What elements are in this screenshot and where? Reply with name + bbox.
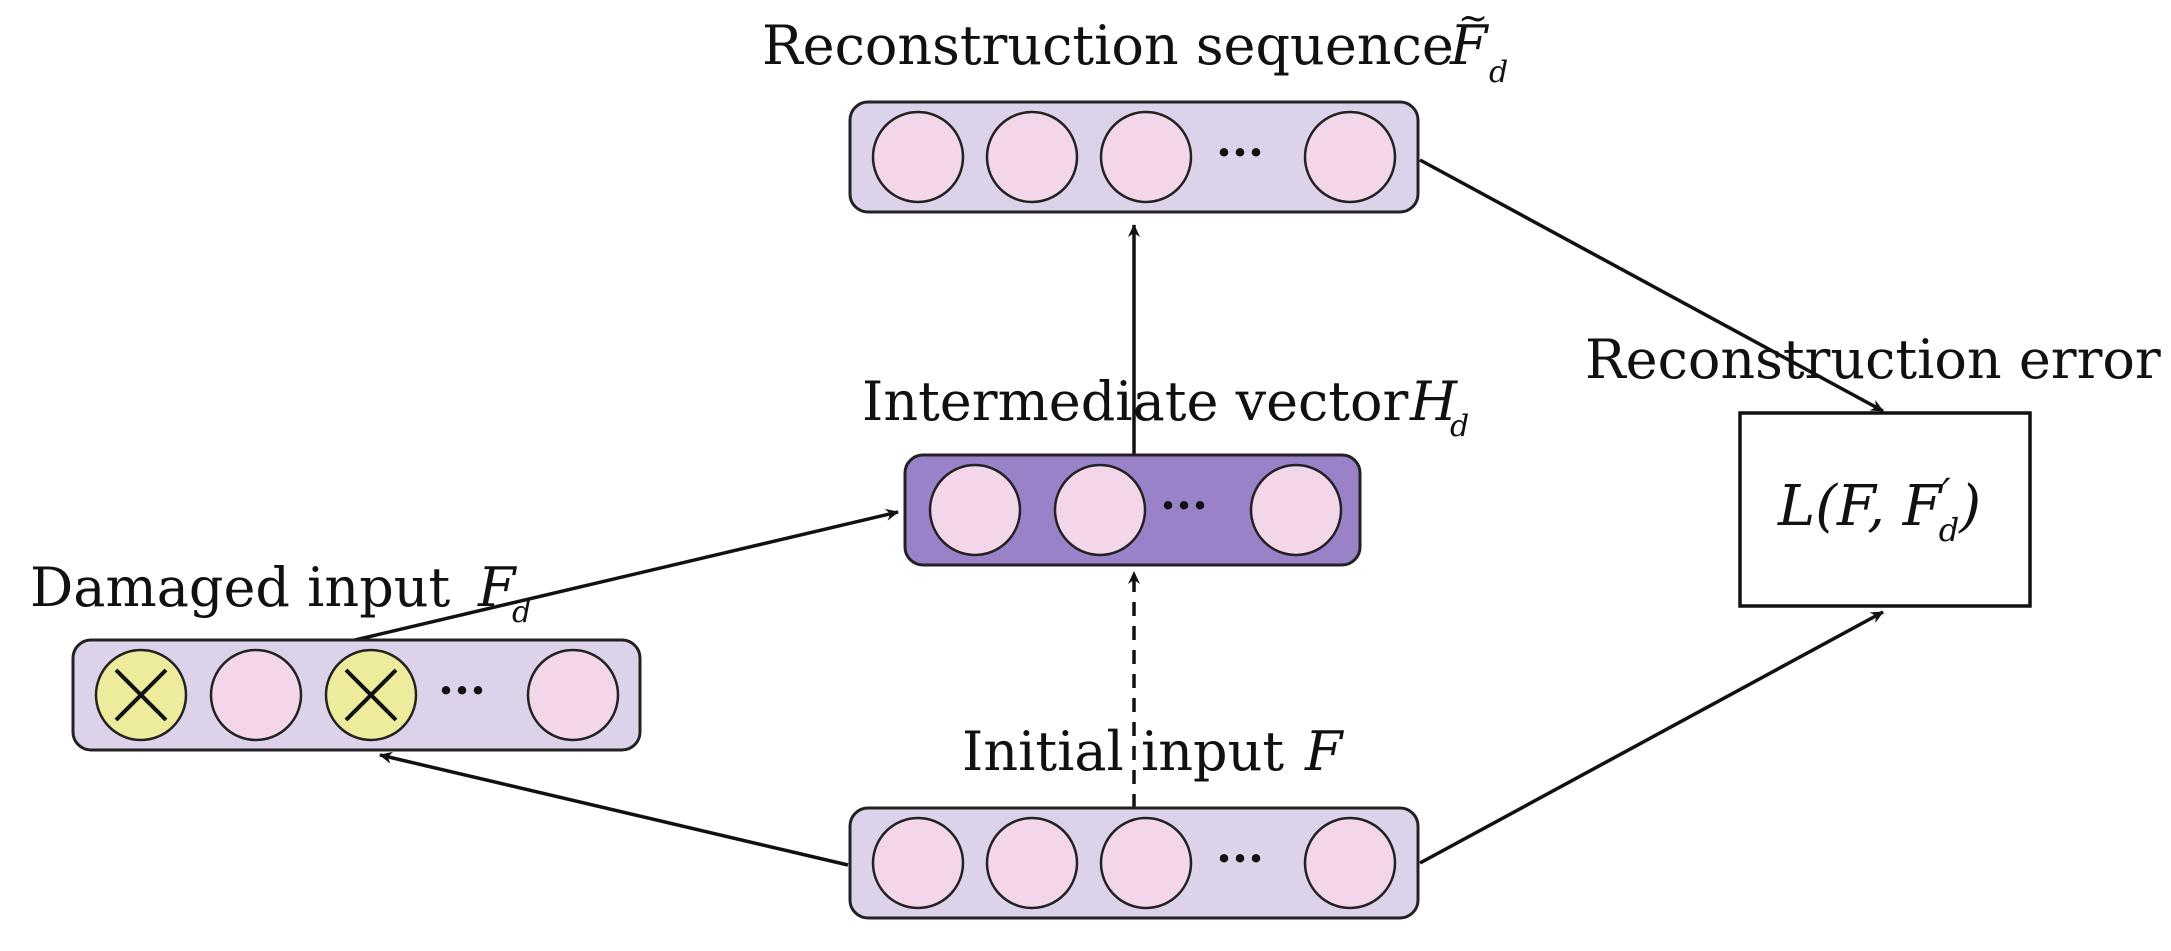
damaged-unit-corrupted — [94, 648, 188, 742]
svg-text:d: d — [1489, 55, 1508, 90]
intermediate-unit — [1053, 463, 1147, 557]
error-label: Reconstruction error — [1585, 328, 2161, 391]
reconstruction-label: Reconstruction sequence — [762, 14, 1454, 77]
error-node: Reconstruction error L(F, F′d) — [1585, 328, 2161, 608]
svg-text:~: ~ — [1458, 0, 1488, 39]
damaged-unit-corrupted — [324, 648, 418, 742]
damaged-unit — [526, 648, 620, 742]
reconstruction-unit — [1099, 110, 1193, 204]
cross-icon — [114, 668, 168, 722]
error-formula: L(F, F′d) — [1777, 471, 1981, 549]
svg-text:d: d — [512, 595, 531, 630]
edge-damaged-to-intermediate — [354, 508, 899, 642]
edge-initial-to-damaged — [379, 751, 849, 867]
intermediate-symbol: H d — [1409, 370, 1469, 444]
initial-layer: Initial input F ··· — [848, 720, 1420, 920]
reconstruction-ellipsis: ··· — [1216, 125, 1264, 179]
initial-unit — [985, 816, 1079, 910]
reconstruction-unit — [871, 110, 965, 204]
damaged-ellipsis: ··· — [438, 663, 486, 717]
reconstruction-symbol: F ~ d — [1449, 0, 1508, 90]
initial-unit — [1099, 816, 1193, 910]
initial-unit — [871, 816, 965, 910]
initial-symbol: F — [1304, 720, 1345, 783]
intermediate-unit — [1249, 463, 1343, 557]
cross-icon — [344, 668, 398, 722]
reconstruction-layer: Reconstruction sequence F ~ d ··· — [762, 0, 1508, 214]
error-box — [1738, 411, 2032, 608]
initial-unit — [1303, 816, 1397, 910]
intermediate-ellipsis: ··· — [1160, 478, 1208, 532]
reconstruction-unit — [1303, 110, 1397, 204]
svg-text:F: F — [1449, 14, 1490, 77]
intermediate-layer: Intermediate vector H d ··· — [862, 370, 1469, 567]
damaged-label: Damaged input — [30, 556, 451, 619]
edges — [354, 158, 1884, 867]
intermediate-label: Intermediate vector — [862, 370, 1409, 433]
svg-text:F: F — [477, 556, 518, 619]
damaged-symbol: F d — [477, 556, 531, 630]
initial-label: Initial input — [962, 720, 1284, 783]
damaged-layer: Damaged input F d ··· — [30, 556, 642, 752]
reconstruction-unit — [985, 110, 1079, 204]
intermediate-unit — [928, 463, 1022, 557]
damaged-unit — [209, 648, 303, 742]
edge-initial-to-error — [1419, 610, 1884, 865]
svg-text:d: d — [1450, 409, 1469, 444]
initial-ellipsis: ··· — [1216, 831, 1264, 885]
edge-reconstruction-to-error — [1419, 158, 1884, 413]
svg-text:H: H — [1409, 370, 1458, 433]
